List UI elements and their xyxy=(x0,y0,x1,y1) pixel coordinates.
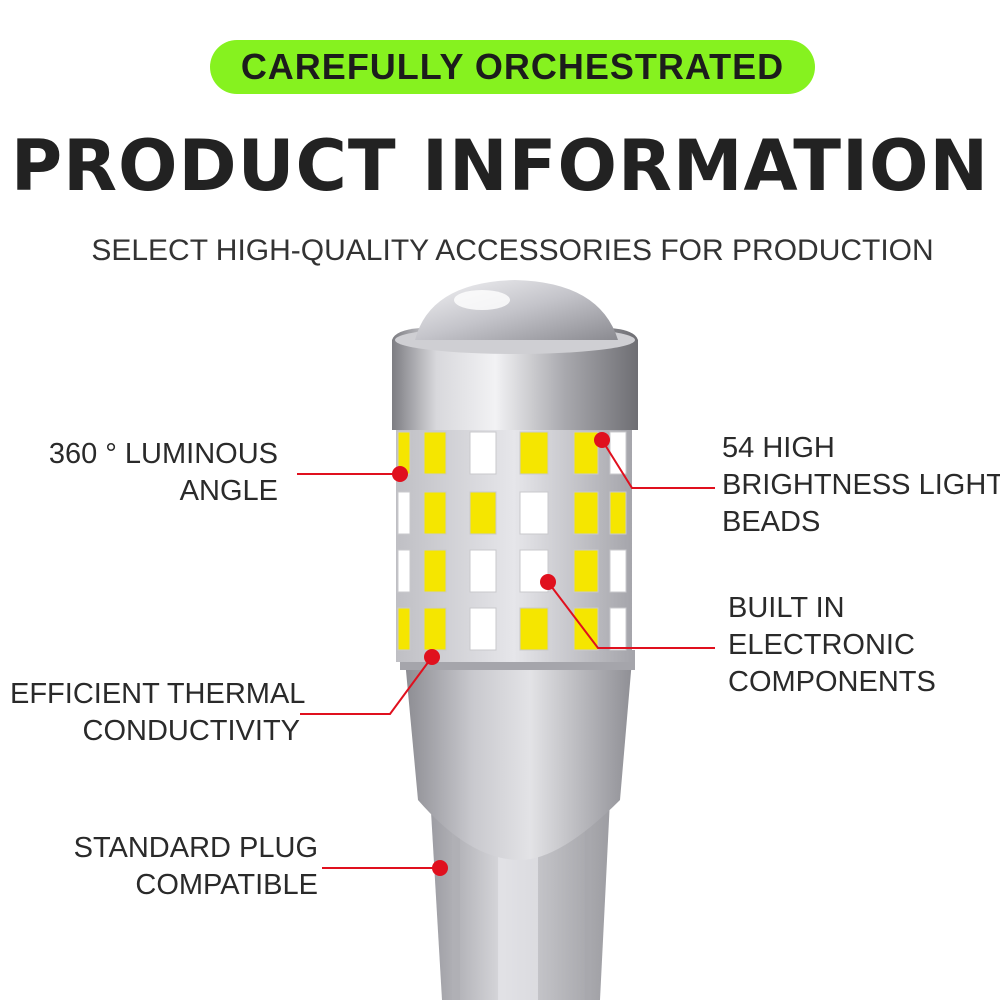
led-bead xyxy=(573,431,599,475)
led-bead xyxy=(469,607,497,651)
callout-line: STANDARD PLUG xyxy=(73,832,318,864)
led-bead xyxy=(397,607,411,651)
pointer-light-beads xyxy=(601,439,715,489)
led-bead xyxy=(469,491,497,535)
dot-light-beads xyxy=(594,432,610,448)
led-bead xyxy=(469,431,497,475)
led-bead xyxy=(573,549,599,593)
led-bead xyxy=(609,607,627,651)
led-bead xyxy=(423,549,447,593)
page-title: PRODUCT INFORMATION xyxy=(10,125,990,207)
callout-line: 360 ° LUMINOUS xyxy=(48,438,278,470)
callout-thermal: EFFICIENT THERMAL CONDUCTIVITY xyxy=(10,676,306,750)
pointer-lines xyxy=(297,439,715,869)
callout-line: COMPATIBLE xyxy=(135,869,318,901)
header-badge: CAREFULLY ORCHESTRATED xyxy=(210,40,815,94)
callout-light-beads: 54 HIGH BRIGHTNESS LIGHT BEADS xyxy=(722,430,1000,541)
led-bead xyxy=(519,607,549,651)
callout-plug: STANDARD PLUG COMPATIBLE xyxy=(40,830,318,904)
callout-electronic: BUILT IN ELECTRONIC COMPONENTS xyxy=(728,590,936,701)
page-subtitle: SELECT HIGH-QUALITY ACCESSORIES FOR PROD… xyxy=(91,234,934,267)
led-bead xyxy=(423,431,447,475)
led-bead xyxy=(423,607,447,651)
led-pcb-section xyxy=(396,425,632,662)
dot-plug xyxy=(432,860,448,876)
callout-line: CONDUCTIVITY xyxy=(82,715,301,747)
callout-line: 54 HIGH xyxy=(722,432,835,464)
pointer-dots xyxy=(392,432,610,876)
dot-thermal xyxy=(424,649,440,665)
led-bead xyxy=(519,491,549,535)
callout-line: EFFICIENT THERMAL xyxy=(10,678,306,710)
callout-line: ANGLE xyxy=(179,475,278,507)
metal-collar xyxy=(392,326,638,430)
callout-line: COMPONENTS xyxy=(728,666,936,698)
callout-line: BEADS xyxy=(722,506,821,538)
callout-line: BRIGHTNESS LIGHT xyxy=(722,469,1000,501)
callout-line: BUILT IN xyxy=(728,592,845,624)
led-bead xyxy=(469,549,497,593)
led-bead xyxy=(609,491,627,535)
led-bead xyxy=(573,491,599,535)
led-bead xyxy=(423,491,447,535)
led-bead xyxy=(609,549,627,593)
pointer-thermal xyxy=(300,656,433,715)
led-bead-grid xyxy=(397,431,627,651)
dot-luminous-angle xyxy=(392,466,408,482)
led-bead xyxy=(609,431,627,475)
led-bead xyxy=(519,431,549,475)
led-bead xyxy=(397,549,411,593)
led-bead xyxy=(397,491,411,535)
lens-dome xyxy=(415,280,618,340)
callout-luminous-angle: 360 ° LUMINOUS ANGLE xyxy=(30,436,278,510)
pointer-electronic xyxy=(547,581,715,649)
dot-electronic xyxy=(540,574,556,590)
callout-line: ELECTRONIC xyxy=(728,629,915,661)
